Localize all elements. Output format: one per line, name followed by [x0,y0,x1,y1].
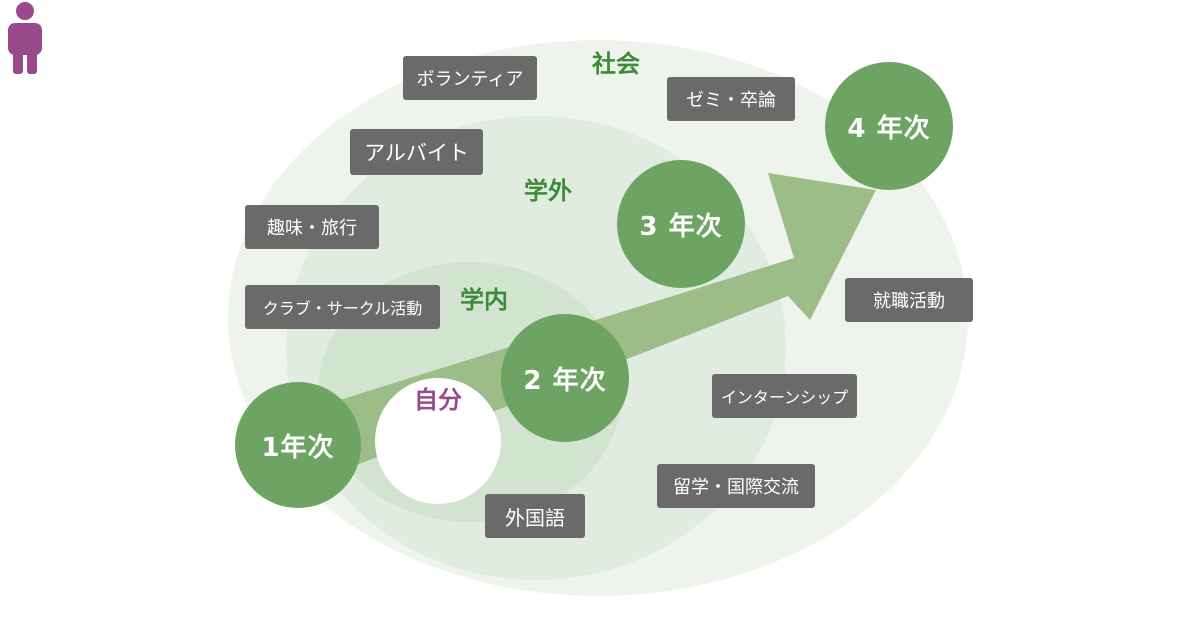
year-1-circle: 1年次 [235,382,361,508]
person-icon [8,2,42,74]
zone-label-society: 社会 [592,50,640,78]
activity-seminar: ゼミ・卒論 [667,77,795,121]
year-2-circle: 2 年次 [501,314,629,442]
self-circle [375,378,501,504]
activity-jobhunt: 就職活動 [845,278,973,322]
zone-label-inside-school: 学内 [460,286,508,314]
year-4-circle: 4 年次 [825,62,953,190]
activity-hobby: 趣味・旅行 [245,205,379,249]
activity-club: クラブ・サークル活動 [245,285,440,329]
activity-parttime: アルバイト [350,129,483,175]
activity-volunteer: ボランティア [403,56,537,100]
zone-label-outside-school: 学外 [524,177,572,205]
self-label: 自分 [414,386,462,414]
activity-language: 外国語 [485,494,585,538]
activity-study-abroad: 留学・国際交流 [657,464,815,508]
activity-internship: インターンシップ [712,374,857,418]
year-3-circle: 3 年次 [617,160,745,288]
